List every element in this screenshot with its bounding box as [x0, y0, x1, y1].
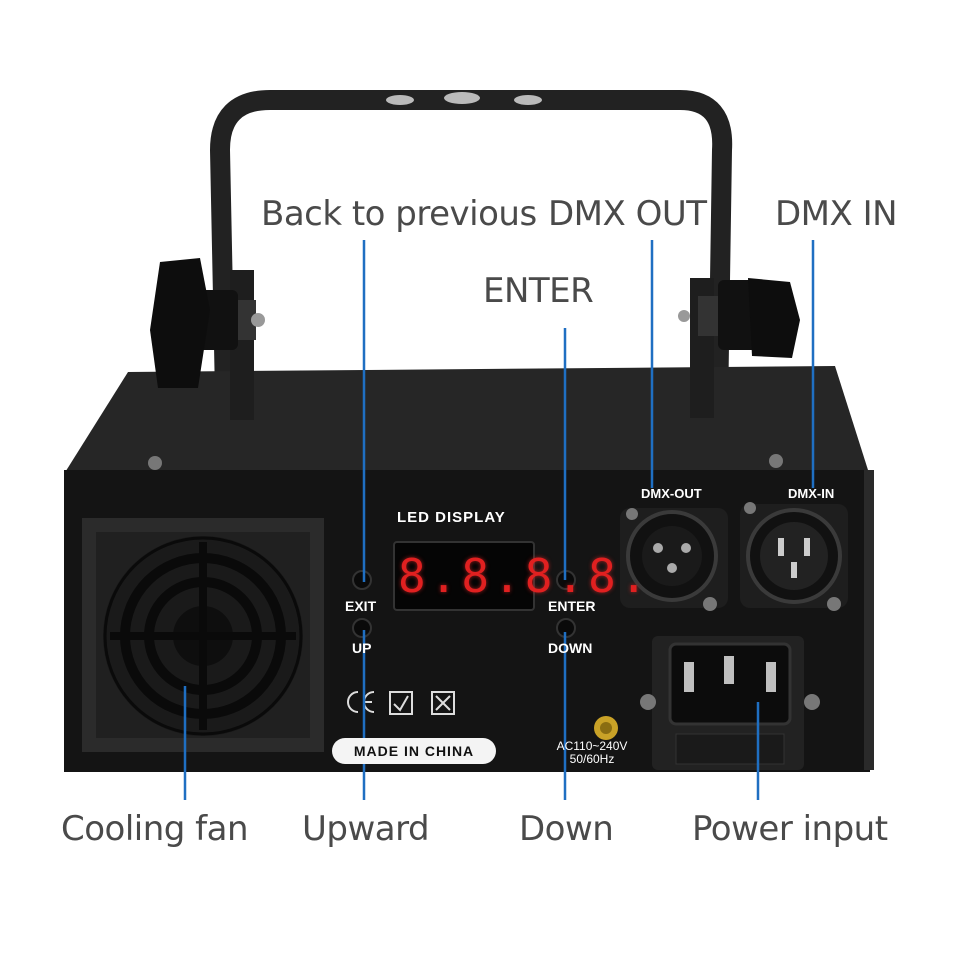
- left-knob: [150, 258, 265, 388]
- screw: [769, 454, 783, 468]
- exit-label: EXIT: [345, 598, 377, 614]
- bracket-hole: [444, 92, 480, 104]
- exit-button: [352, 570, 372, 590]
- dmx-out-connector: [620, 508, 728, 611]
- enter-label: ENTER: [548, 598, 596, 614]
- made-in-badge: MADE IN CHINA: [332, 738, 496, 764]
- cooling-fan-grille: [82, 518, 324, 752]
- dmx-in-label: DMX-IN: [788, 486, 835, 501]
- right-knob: [678, 278, 800, 358]
- callout-enter: ENTER: [483, 271, 594, 311]
- voltage-rating: AC110~240V 50/60Hz: [540, 740, 644, 766]
- power-inlet: [640, 636, 820, 770]
- callout-down: Down: [519, 809, 614, 849]
- led-display-frame: [393, 541, 535, 611]
- led-display-value: 8.8.8.8.: [398, 549, 652, 603]
- callout-power-input: Power input: [692, 809, 888, 849]
- leader-lines: [183, 240, 815, 800]
- down-label: DOWN: [548, 640, 593, 656]
- dmx-in-connector: [740, 502, 848, 611]
- callout-dmx-in: DMX IN: [775, 194, 898, 234]
- frequency-line: 50/60Hz: [569, 752, 615, 766]
- bracket-hole: [514, 95, 542, 105]
- screw: [148, 456, 162, 470]
- bracket-hole: [386, 95, 414, 105]
- led-display-label: LED DISPLAY: [397, 509, 506, 526]
- callout-upward: Upward: [302, 809, 430, 849]
- callout-cooling-fan: Cooling fan: [61, 809, 249, 849]
- up-label: UP: [352, 640, 372, 656]
- voltage-line: AC110~240V: [556, 739, 628, 753]
- chassis-top: [64, 366, 868, 474]
- callout-back-to-previous: Back to previous: [261, 194, 537, 234]
- dmx-out-label: DMX-OUT: [641, 486, 702, 501]
- mounting-bracket: [210, 90, 733, 411]
- up-button: [352, 618, 372, 638]
- callout-dmx-out: DMX OUT: [548, 194, 707, 234]
